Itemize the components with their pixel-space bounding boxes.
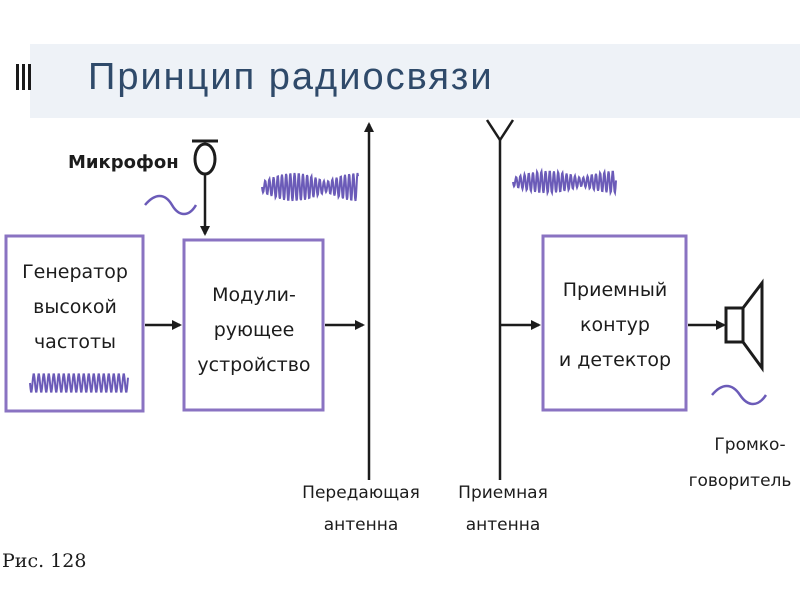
transmit-antenna-label-line-2: антенна: [324, 515, 399, 535]
speaker-icon: [724, 278, 764, 373]
receive-antenna-label-line-2: антенна: [466, 515, 541, 535]
title-band: [30, 44, 800, 118]
receiver-label-line-2: контур: [580, 314, 650, 336]
generator-block: [4, 234, 145, 413]
transmit-antenna-label-line-1: Передающая: [302, 483, 420, 503]
microphone-icon: [192, 139, 218, 176]
speaker-label-line-2: говоритель: [689, 471, 792, 491]
transmitted-modulated-wave: [261, 172, 359, 202]
audio-wave-output: [711, 384, 768, 406]
received-modulated-wave: [512, 167, 617, 197]
modulator-label-line-2: рующее: [214, 319, 295, 341]
modulator-label-line-3: устройство: [197, 354, 310, 376]
receive-antenna-label-line-1: Приемная: [458, 483, 548, 503]
generator-label-line-3: частоты: [34, 331, 116, 353]
microphone-label: Микрофон: [68, 152, 179, 173]
page-title: Принцип радиосвязи: [88, 56, 494, 98]
receiver-label-line-3: и детектор: [559, 349, 671, 371]
figure-caption: Рис. 128: [2, 550, 86, 572]
modulator-block: [182, 238, 325, 412]
receive-antenna-icon: [485, 119, 515, 480]
modulator-label-line-1: Модули-: [212, 284, 296, 306]
carrier-wave: [29, 373, 129, 393]
generator-label-line-1: Генератор: [22, 261, 128, 283]
speaker-label-line-1: Громко-: [714, 435, 785, 455]
receiver-label-line-1: Приемный: [563, 279, 668, 301]
receiver-block: [541, 234, 688, 412]
generator-label-line-2: высокой: [33, 296, 117, 318]
title-decoration-bars: [16, 64, 34, 90]
audio-wave-input: [144, 194, 198, 216]
